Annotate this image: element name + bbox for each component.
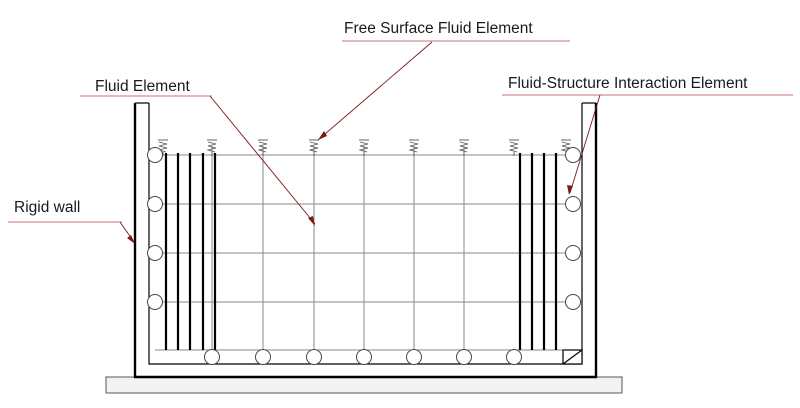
free-surface-leader bbox=[317, 41, 433, 141]
circle-node-icon bbox=[406, 349, 422, 365]
circle-node-icon bbox=[204, 349, 220, 365]
circle-node-icon bbox=[147, 294, 163, 310]
fluid-element-leader bbox=[209, 95, 316, 225]
circle-node-icon bbox=[565, 147, 581, 163]
interaction-nodes bbox=[147, 147, 581, 365]
fsi-arrow bbox=[567, 185, 573, 195]
fluid-element-arrow bbox=[308, 216, 315, 226]
fsi-element-label: Fluid-Structure Interaction Element bbox=[508, 75, 748, 92]
circle-node-icon bbox=[456, 349, 472, 365]
spring-icon bbox=[257, 139, 268, 156]
spring-icon bbox=[308, 139, 319, 156]
circle-node-icon bbox=[147, 196, 163, 212]
fsi-leader bbox=[569, 94, 601, 194]
spring-icon bbox=[358, 139, 369, 156]
rigid-wall-arrow bbox=[127, 235, 135, 244]
foundation-slab bbox=[105, 376, 623, 394]
circle-node-icon bbox=[565, 196, 581, 212]
spring-icon bbox=[458, 139, 469, 156]
circle-node-icon bbox=[147, 147, 163, 163]
rigid-wall-label: Rigid wall bbox=[14, 199, 80, 216]
fluid-element-label: Fluid Element bbox=[95, 78, 190, 95]
corner-element bbox=[562, 349, 583, 365]
free-surface-label: Free Surface Fluid Element bbox=[344, 20, 533, 37]
leader-lines bbox=[119, 41, 601, 244]
spring-icon bbox=[508, 139, 519, 156]
circle-node-icon bbox=[255, 349, 271, 365]
circle-node-icon bbox=[356, 349, 372, 365]
structure-bars bbox=[164, 153, 558, 350]
circle-node-icon bbox=[565, 245, 581, 261]
corner-diagonal bbox=[562, 349, 583, 365]
circle-node-icon bbox=[306, 349, 322, 365]
spring-icon bbox=[408, 139, 419, 156]
free-surface-arrow bbox=[318, 131, 327, 140]
spring-icon bbox=[206, 139, 217, 156]
circle-node-icon bbox=[506, 349, 522, 365]
outer-wall bbox=[133, 103, 598, 379]
circle-node-icon bbox=[565, 294, 581, 310]
tank-walls bbox=[133, 102, 598, 379]
circle-node-icon bbox=[147, 245, 163, 261]
fluid-mesh-verticals bbox=[211, 146, 465, 352]
